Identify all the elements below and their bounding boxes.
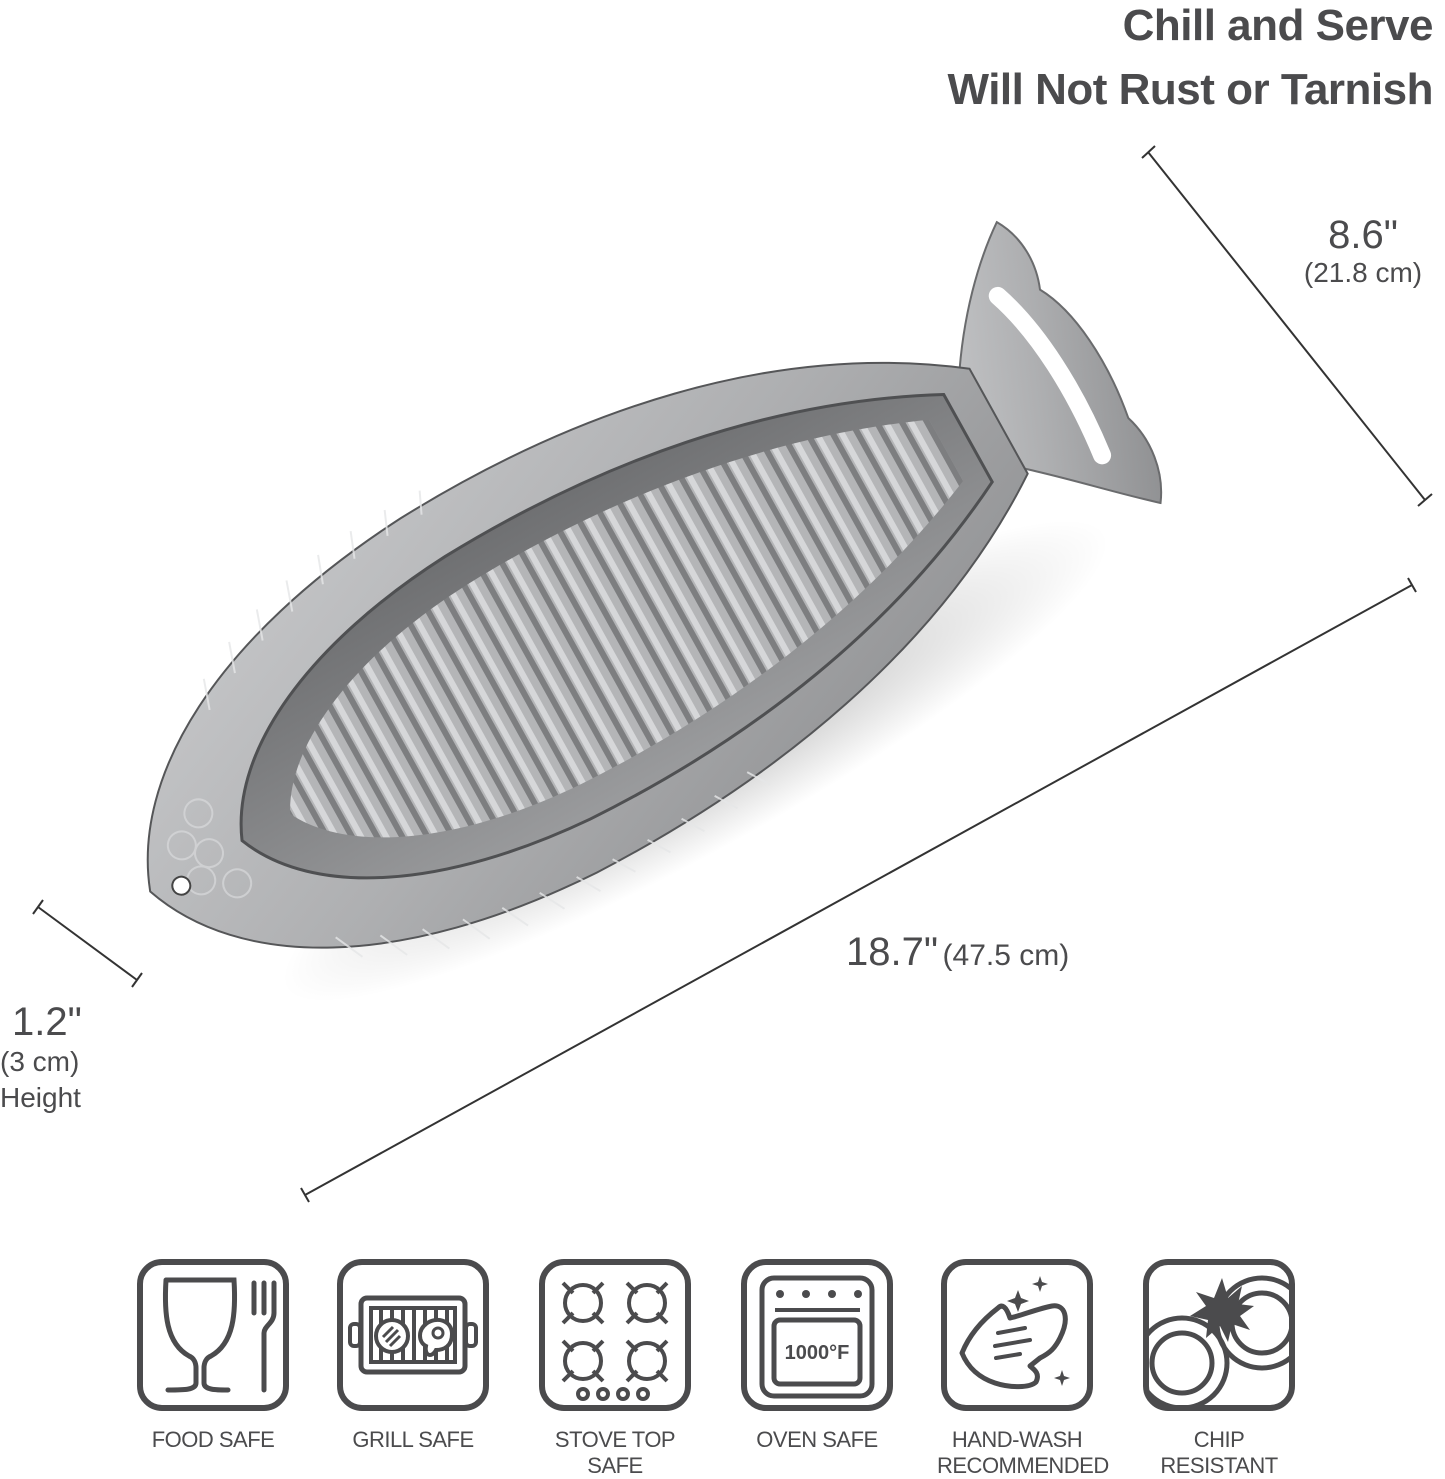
length-metric: (47.5 cm) [942, 939, 1070, 972]
oven-temperature: 1000°F [785, 1342, 850, 1364]
grill-ridges [233, 348, 1003, 916]
food-safe-icon [137, 1259, 289, 1411]
length-dimension-line [304, 584, 1413, 1196]
hanging-hole [171, 875, 192, 896]
oven-icon: 1000°F [741, 1259, 893, 1411]
feature-grill-safe: GRILL SAFE [333, 1258, 493, 1453]
feature-food-safe: FOOD SAFE [133, 1258, 293, 1453]
height-caption: Height [0, 1082, 81, 1113]
height-imperial: 1.2" [12, 1000, 82, 1044]
width-dimension-label: 8.6" (21.8 cm) [1283, 213, 1443, 289]
width-imperial: 8.6" [1328, 213, 1398, 257]
height-dimension-line [37, 906, 138, 981]
feature-stove-top-safe: STOVE TOP SAFE [535, 1258, 695, 1479]
height-metric: (3 cm) [0, 1046, 80, 1077]
feature-hand-wash: HAND-WASH RECOMMENDED [937, 1258, 1109, 1479]
feature-label: HAND-WASH RECOMMENDED [937, 1427, 1109, 1478]
feature-oven-safe: 1000°F OVEN SAFE [737, 1258, 897, 1453]
hand-wash-icon [941, 1259, 1093, 1411]
length-imperial: 18.7" [846, 930, 939, 974]
feature-label: OVEN SAFE [756, 1427, 878, 1452]
product-illustration [32, 145, 1433, 1203]
height-dimension-label: 1.2" (3 cm) Height [0, 1000, 120, 1116]
width-dimension-line [1147, 151, 1426, 501]
fish-platter [146, 220, 1163, 1002]
feature-icons: FOOD SAFE GRILL SAFE [133, 1258, 1303, 1478]
feature-label: GRILL SAFE [352, 1427, 474, 1452]
feature-label: STOVE TOP SAFE [554, 1427, 676, 1478]
headline-chill-and-serve: Chill and Serve [1122, 1, 1434, 50]
dimension-lines [32, 145, 1433, 1203]
grill-safe-icon [337, 1259, 489, 1411]
headline-will-not-rust: Will Not Rust or Tarnish [947, 65, 1434, 114]
width-metric: (21.8 cm) [1303, 257, 1423, 288]
chip-resistant-icon [1143, 1259, 1295, 1411]
stove-top-icon [539, 1259, 691, 1411]
feature-label: CHIP RESISTANT [1160, 1427, 1278, 1478]
length-dimension-label: 18.7" (47.5 cm) [846, 930, 1069, 975]
tail-handle-slot [988, 286, 1112, 465]
feature-chip-resistant: CHIP RESISTANT [1139, 1258, 1299, 1479]
feature-label: FOOD SAFE [151, 1427, 275, 1452]
